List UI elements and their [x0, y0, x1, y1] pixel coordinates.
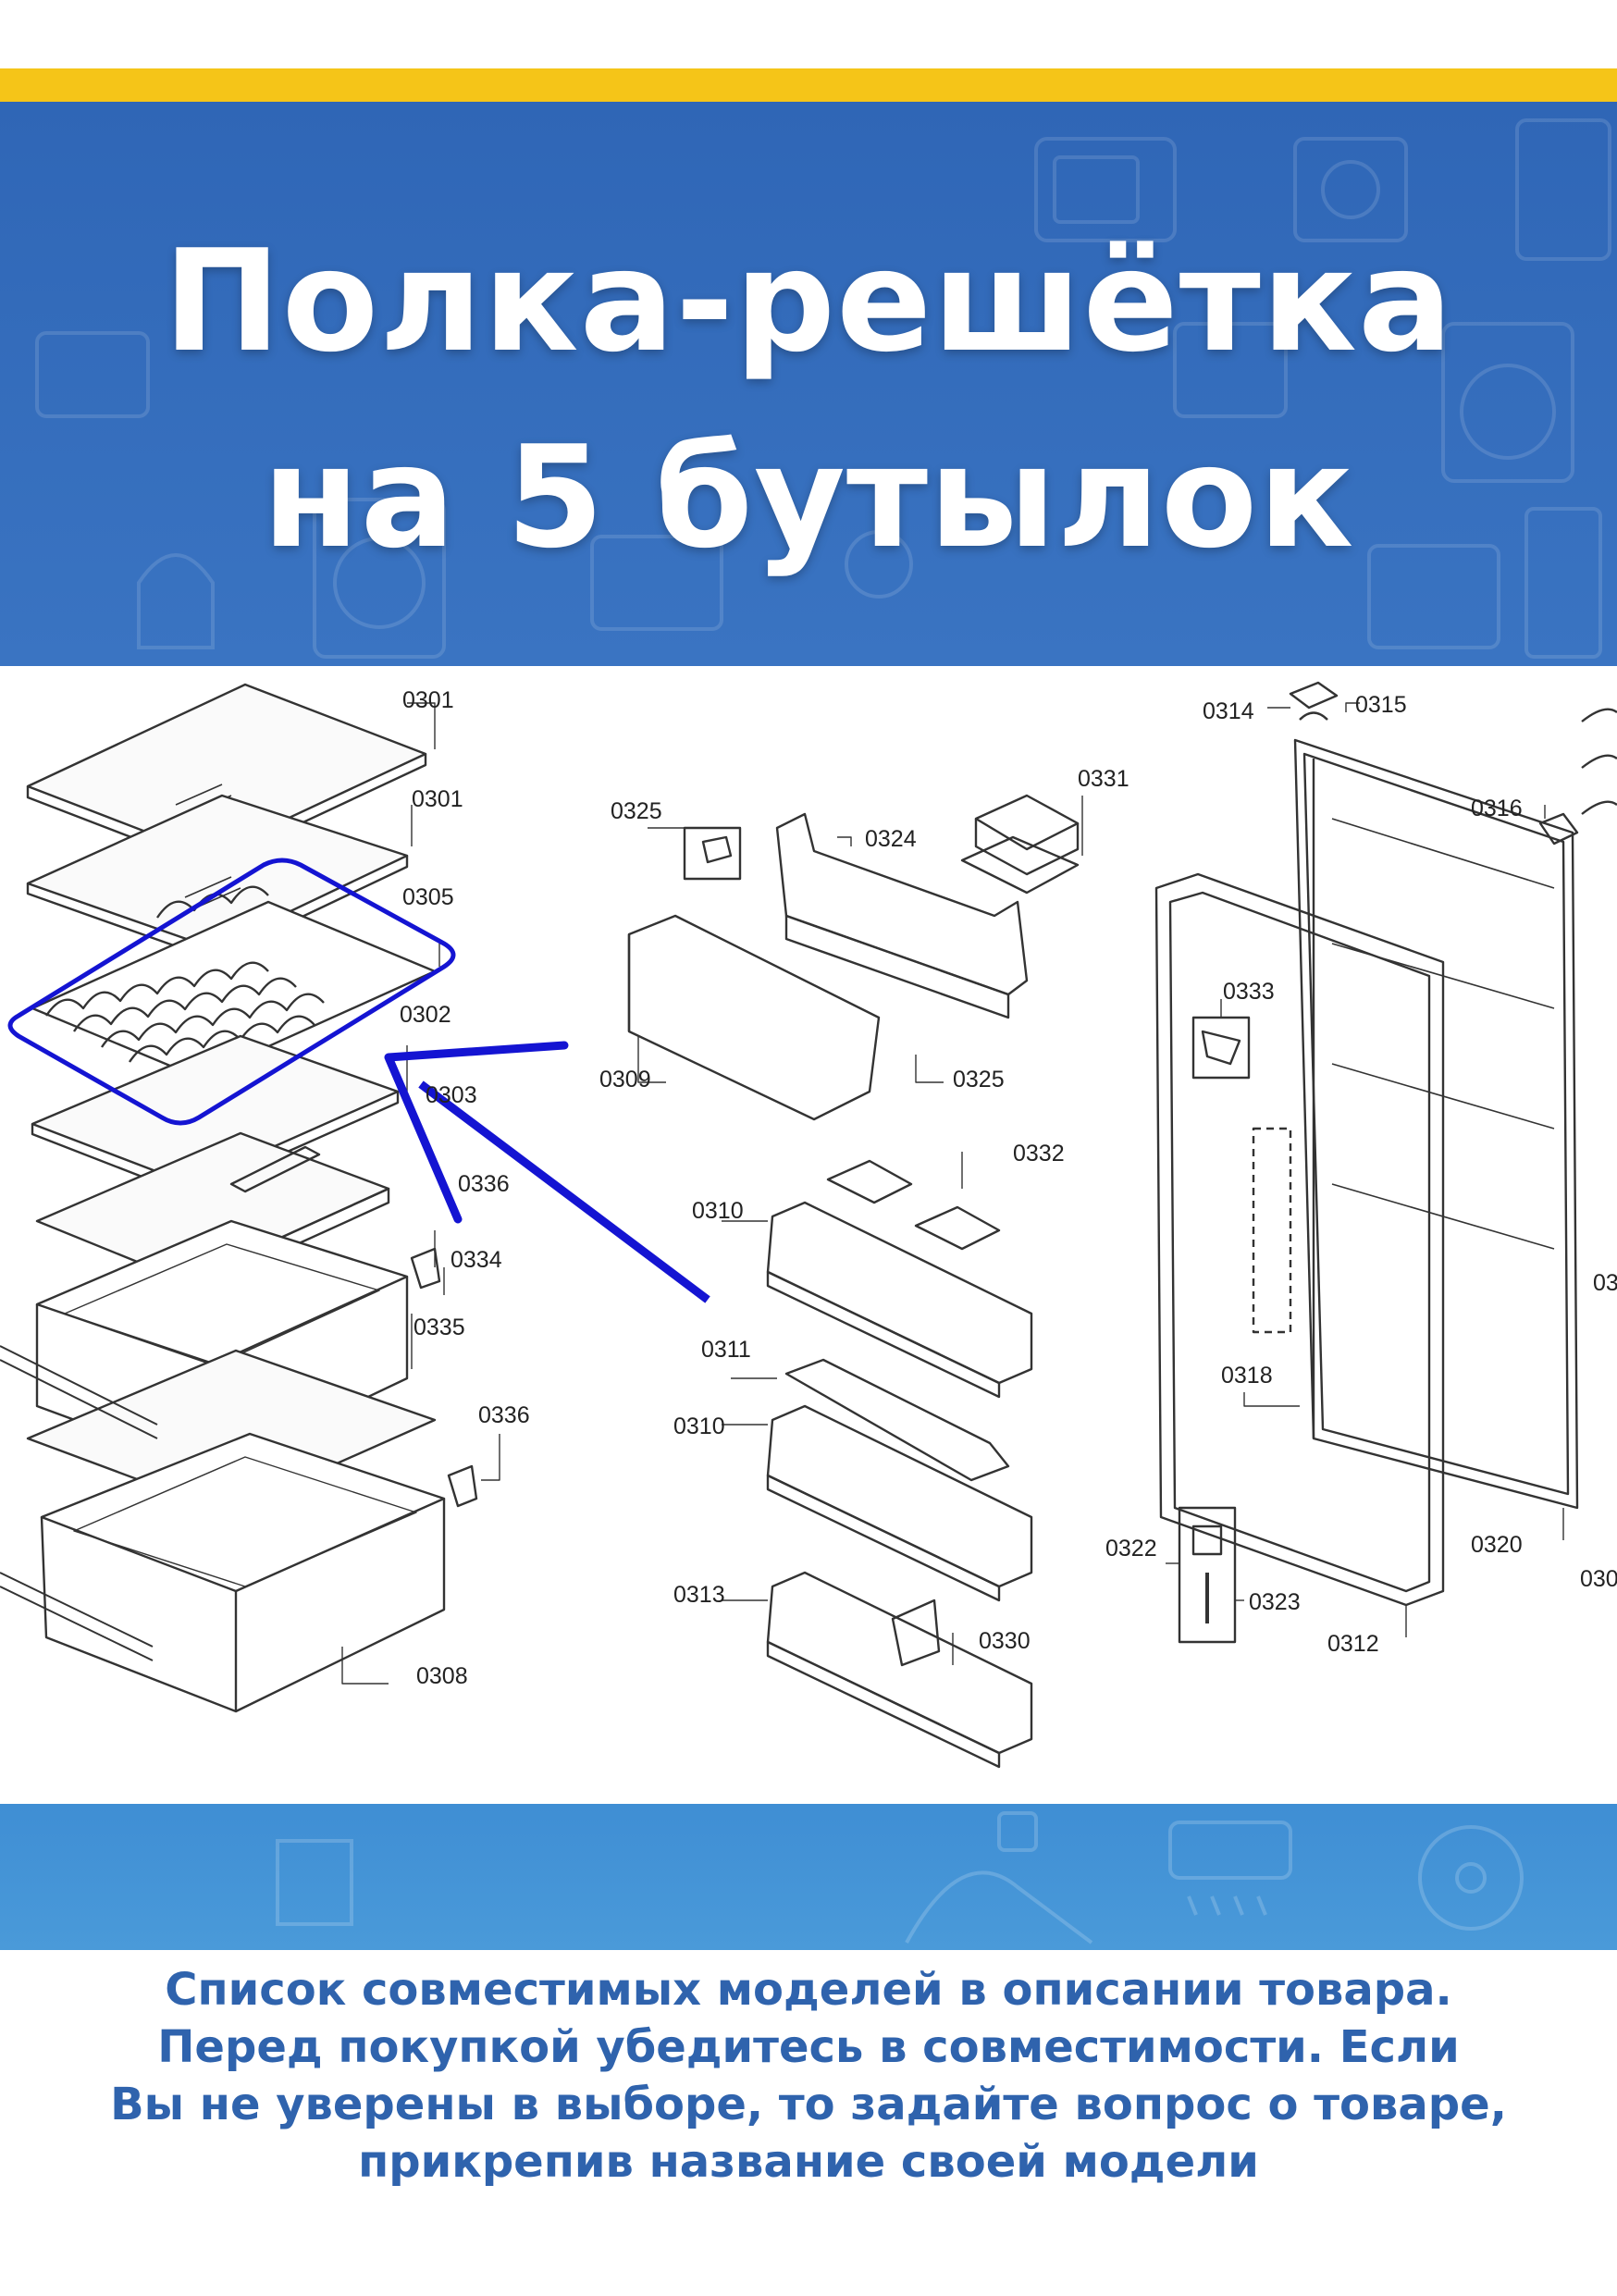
label-0332: 0332	[1013, 1141, 1065, 1167]
parts-drawing: 0301 0301 0305 0302 0303 0336 0334 0335 …	[0, 681, 1617, 1769]
label-0316: 0316	[1471, 796, 1523, 821]
label-0310-mid: 0310	[673, 1413, 725, 1439]
label-0325-bottom: 0325	[953, 1067, 1005, 1092]
label-03-cut: 03	[1593, 1270, 1617, 1296]
label-0333: 0333	[1223, 979, 1275, 1005]
door-bin-0313	[766, 1571, 1033, 1769]
door-bin-0310-mid	[766, 1358, 1033, 1602]
label-0303: 0303	[426, 1082, 477, 1108]
door-bin-0310-top	[766, 1159, 1033, 1399]
page-title: Полка-решётка на 5 бутылок	[0, 204, 1617, 596]
label-0301-top: 0301	[402, 687, 454, 713]
part-labels: 0301 0301 0305 0302 0303 0336 0334 0335 …	[400, 687, 1617, 1689]
exploded-parts-diagram: 0301 0301 0305 0302 0303 0336 0334 0335 …	[0, 666, 1617, 1804]
notice-line-4: прикрепив название своей модели	[358, 2136, 1259, 2188]
label-0322: 0322	[1105, 1536, 1157, 1562]
label-0324: 0324	[865, 826, 917, 852]
top-margin	[0, 0, 1617, 68]
label-0309: 0309	[599, 1067, 651, 1092]
label-0302: 0302	[400, 1002, 451, 1028]
door-bin-0324	[775, 812, 1029, 1019]
decor-band	[0, 1804, 1617, 1950]
label-0331: 0331	[1078, 766, 1129, 792]
label-0334: 0334	[451, 1247, 502, 1273]
label-0336-lower: 0336	[478, 1402, 530, 1428]
compatibility-notice: Список совместимых моделей в описании то…	[0, 1961, 1617, 2191]
label-0330: 0330	[979, 1628, 1031, 1654]
label-0301-second: 0301	[412, 786, 463, 812]
accent-stripe	[0, 68, 1617, 102]
label-0313: 0313	[673, 1582, 725, 1608]
band-appliance-icons	[276, 1811, 1524, 1944]
label-0311: 0311	[701, 1337, 751, 1363]
label-030-cut: 030	[1580, 1566, 1617, 1592]
highlight-marker	[7, 858, 710, 1303]
door-0320	[1293, 738, 1579, 1510]
label-0305: 0305	[402, 884, 454, 910]
drawer-0308	[40, 1432, 478, 1713]
label-0314: 0314	[1203, 698, 1254, 724]
notice-line-2: Перед покупкой убедитесь в совместимости…	[157, 2021, 1460, 2073]
title-line-2: на 5 бутылок	[262, 415, 1355, 579]
label-0320: 0320	[1471, 1532, 1523, 1558]
front-cover-0309	[627, 914, 881, 1121]
label-0310-top: 0310	[692, 1198, 744, 1224]
label-0312: 0312	[1327, 1631, 1379, 1657]
dairy-box-0331	[960, 794, 1080, 895]
door-gasket-0312	[1154, 872, 1445, 1607]
label-0315: 0315	[1355, 692, 1407, 718]
label-0325-top: 0325	[611, 798, 662, 824]
label-0323: 0323	[1249, 1589, 1301, 1615]
header-banner: Полка-решётка на 5 бутылок	[0, 102, 1617, 666]
appliance-pattern-icons	[35, 118, 1611, 659]
label-0308: 0308	[416, 1663, 468, 1689]
label-0335: 0335	[414, 1315, 465, 1340]
notice-line-3: Вы не уверены в выборе, то задайте вопро…	[110, 2079, 1507, 2130]
label-0318: 0318	[1221, 1363, 1273, 1389]
title-line-1: Полка-решётка	[163, 219, 1454, 383]
label-0336-upper: 0336	[458, 1171, 510, 1197]
notice-line-1: Список совместимых моделей в описании то…	[165, 1964, 1452, 2016]
